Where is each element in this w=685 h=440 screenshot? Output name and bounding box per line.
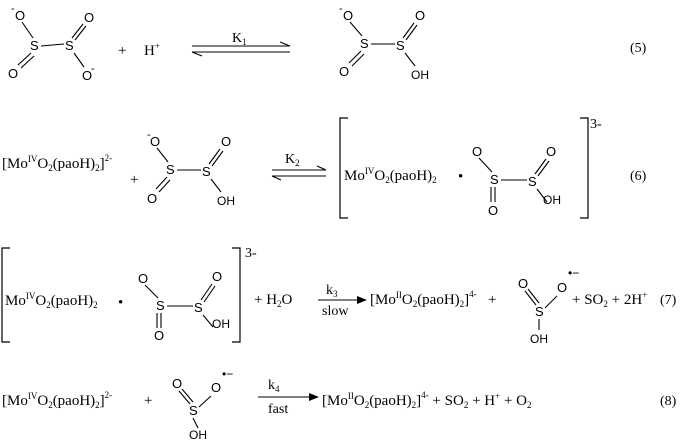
adduct-charge: 3-	[590, 117, 602, 132]
radical-anion-marker: •−	[222, 367, 233, 381]
oxygen-atom: O	[557, 280, 567, 295]
sulfur-atom: S	[194, 300, 203, 315]
oxygen-atom: O	[138, 271, 148, 286]
plus-sign: +	[130, 172, 138, 188]
hydroxyl-group: OH	[411, 68, 429, 82]
mo-iv-complex: [MoIVO2(paoH)2]2-	[2, 153, 112, 173]
hydroxyl-group: OH	[530, 332, 548, 346]
reaction-8: [MoIVO2(paoH)2]2- + O S O •− OH k4 fast …	[2, 367, 677, 440]
oxygen-atom: O	[8, 66, 18, 81]
condition-label: fast	[268, 402, 288, 417]
oxygen-atom: O	[150, 134, 160, 149]
oxygen-atom: O	[472, 144, 482, 159]
minus-sign: -	[91, 63, 95, 75]
sulfur-atom: S	[528, 174, 537, 189]
equation-number: (8)	[660, 394, 677, 409]
oxygen-atom: O	[15, 8, 25, 23]
plus-sign: +	[488, 292, 496, 308]
constant-k3: k3	[326, 283, 338, 299]
sulfur-atom: S	[65, 38, 74, 53]
adduct-dot: •	[458, 169, 463, 185]
equilibrium-arrow: K1	[191, 31, 291, 57]
hydroxyl-group: OH	[217, 194, 235, 208]
plus-sign: +	[144, 393, 152, 409]
oxygen-atom: O	[211, 380, 221, 395]
minus-sign: -	[11, 3, 15, 15]
sulfite-radical-anion: O S O •− OH	[172, 367, 233, 440]
sulfur-atom: S	[360, 36, 369, 51]
oxygen-atom: O	[518, 276, 528, 291]
minus-sign: -	[147, 129, 151, 141]
water: + H2O	[254, 292, 293, 309]
constant-k2: K2	[285, 152, 300, 168]
oxygen-atom: O	[172, 376, 182, 391]
dithionite-anion: - O S O S O O -	[8, 3, 95, 83]
oxygen-atom: O	[546, 144, 556, 159]
equilibrium-arrow: K2	[271, 152, 327, 181]
sulfur-atom: S	[30, 38, 39, 53]
condition-label: slow	[322, 304, 349, 319]
hydrodithionite-anion: - O S O S O OH	[339, 3, 429, 82]
reaction-7: MoIVO2(paoH)2 • O S O S O OH 3- + H2O k3…	[1, 246, 677, 346]
adduct-charge: 3-	[245, 246, 257, 261]
oxygen-atom: O	[84, 10, 94, 25]
hydroxyl-group: OH	[212, 317, 230, 331]
hydrodithionite-anion: - O S O S O OH	[147, 129, 235, 208]
proton: H+	[144, 41, 160, 59]
oxygen-atom: O	[415, 8, 425, 23]
oxygen-atom: O	[343, 8, 353, 23]
sulfur-atom: S	[189, 403, 198, 418]
mo-ii-complex: [MoIIO2(paoH)2]4- + SO2 + H+ + O2	[322, 390, 531, 410]
adduct-complex: MoIVO2(paoH)2 • O S O S O OH 3-	[1, 246, 257, 343]
equation-number: (7)	[660, 293, 677, 308]
oxygen-atom: O	[212, 269, 222, 284]
oxygen-atom: O	[488, 203, 498, 218]
radical-anion-marker: •−	[568, 266, 579, 280]
sulfur-atom: S	[156, 298, 165, 313]
equation-number: (6)	[630, 169, 647, 184]
constant-k4: k4	[268, 378, 280, 394]
adduct-complex: MoIVO2(paoH)2 • O S O S O OH 3-	[339, 117, 602, 219]
sulfite-radical-anion: O S O •− OH	[518, 266, 579, 346]
sulfur-atom: S	[166, 162, 175, 177]
sulfur-atom: S	[490, 172, 499, 187]
reaction-arrow: k4 fast	[258, 378, 319, 417]
oxygen-atom: O	[339, 64, 349, 79]
hydroxyl-group: OH	[543, 193, 561, 207]
adduct-dot: •	[118, 295, 123, 311]
equation-number: (5)	[630, 41, 647, 56]
hydroxyl-group: OH	[189, 428, 207, 440]
oxygen-atom: O	[147, 191, 157, 206]
sulfur-atom: S	[535, 304, 544, 319]
adduct-metal: MoIVO2(paoH)2	[5, 291, 98, 310]
reaction-6: [MoIVO2(paoH)2]2- + - O S O S O OH K2	[2, 117, 647, 219]
oxygen-atom: O	[221, 134, 231, 149]
mo-iv-complex: [MoIVO2(paoH)2]2-	[2, 390, 112, 410]
reaction-arrow: k3 slow	[318, 283, 367, 319]
plus-sign: +	[118, 43, 126, 59]
sulfur-atom: S	[396, 38, 405, 53]
reaction-5: - O S O S O O - + H+ K1 -	[8, 3, 647, 83]
mo-ii-complex: [MoIIO2(paoH)2]4-	[370, 289, 477, 309]
constant-k1: K1	[232, 31, 247, 47]
minus-sign: -	[339, 3, 343, 15]
oxygen-atom: O	[82, 68, 92, 83]
oxygen-atom: O	[154, 328, 164, 343]
byproducts: + SO2 + 2H+	[572, 290, 647, 309]
sulfur-atom: S	[202, 164, 211, 179]
adduct-metal: MoIVO2(paoH)2	[344, 166, 437, 185]
